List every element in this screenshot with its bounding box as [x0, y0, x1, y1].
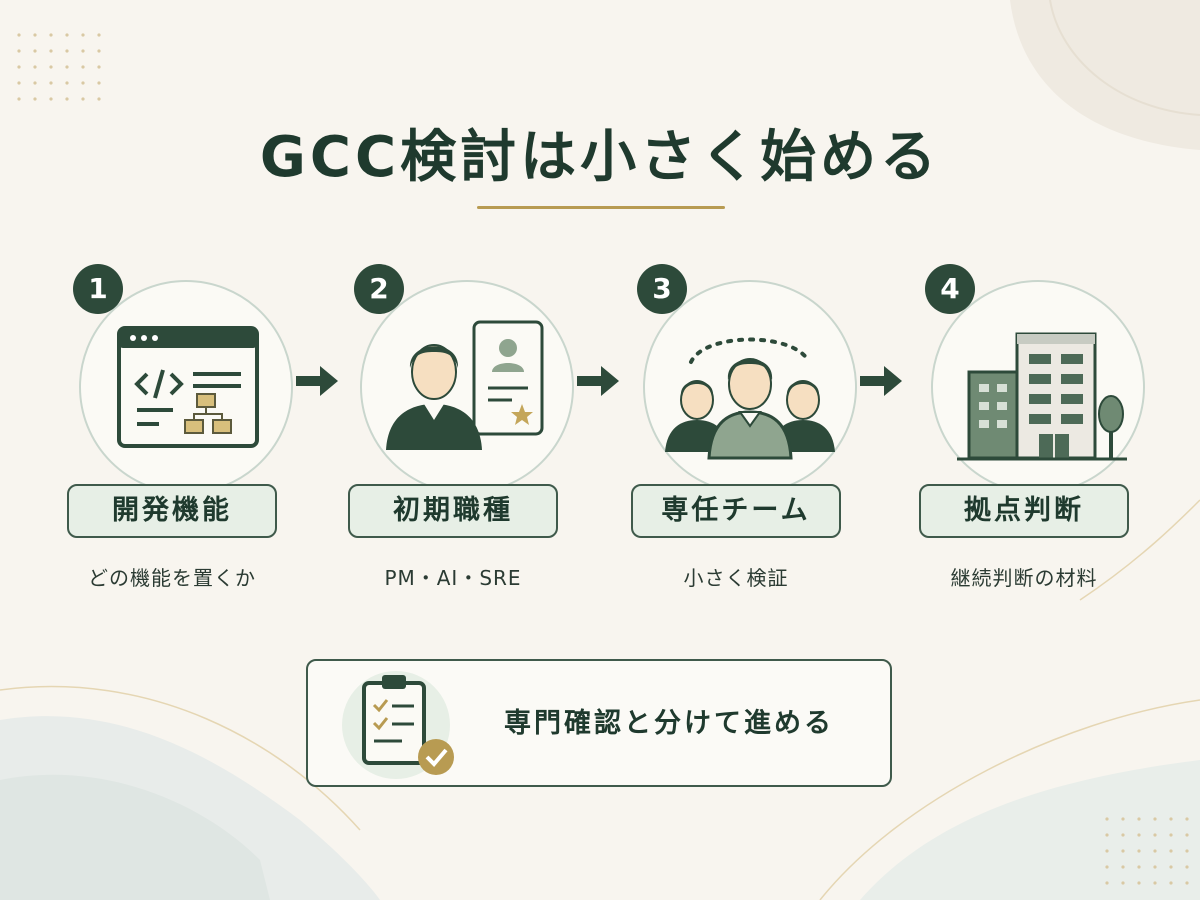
step-1-description: どの機能を置くか: [88, 566, 256, 590]
step-3-circle: [643, 280, 857, 494]
step-1-circle: [79, 280, 293, 494]
step-4-number: 4: [925, 264, 975, 314]
step-1-number: 1: [73, 264, 123, 314]
step-3: 3 専任チーム 小さく検証: [631, 262, 871, 592]
step-4-label: 拠点判断: [919, 484, 1129, 538]
step-3-description: 小さく検証: [683, 566, 789, 590]
step-2-number: 2: [354, 264, 404, 314]
step-4-circle: [931, 280, 1145, 494]
code-window-icon: [117, 326, 259, 448]
step-4: 4 拠点判断 継続判断の材料: [919, 262, 1159, 592]
office-building-icon: [957, 332, 1127, 461]
step-1: 1 開発機能 どの機能を置くか: [67, 262, 307, 592]
title-underline: [477, 206, 725, 209]
arrow-right-icon: [577, 366, 619, 396]
step-2-description: PM・AI・SRE: [384, 566, 522, 590]
clipboard-check-icon: [342, 671, 454, 779]
step-3-number: 3: [637, 264, 687, 314]
page-title: GCC検討は小さく始める: [259, 125, 941, 190]
note-text: 専門確認と分けて進める: [504, 708, 834, 739]
arrow-right-icon: [296, 366, 338, 396]
step-1-label: 開発機能: [67, 484, 277, 538]
step-2: 2 初期職種 PM・AI・SRE: [348, 262, 588, 592]
team-icon: [665, 337, 835, 460]
arrow-right-icon: [860, 366, 902, 396]
person-profile-card-icon: [386, 320, 544, 450]
step-2-circle: [360, 280, 574, 494]
step-2-label: 初期職種: [348, 484, 558, 538]
step-3-label: 専任チーム: [631, 484, 841, 538]
step-4-description: 継続判断の材料: [950, 566, 1098, 590]
note-box: 専門確認と分けて進める: [306, 659, 892, 787]
